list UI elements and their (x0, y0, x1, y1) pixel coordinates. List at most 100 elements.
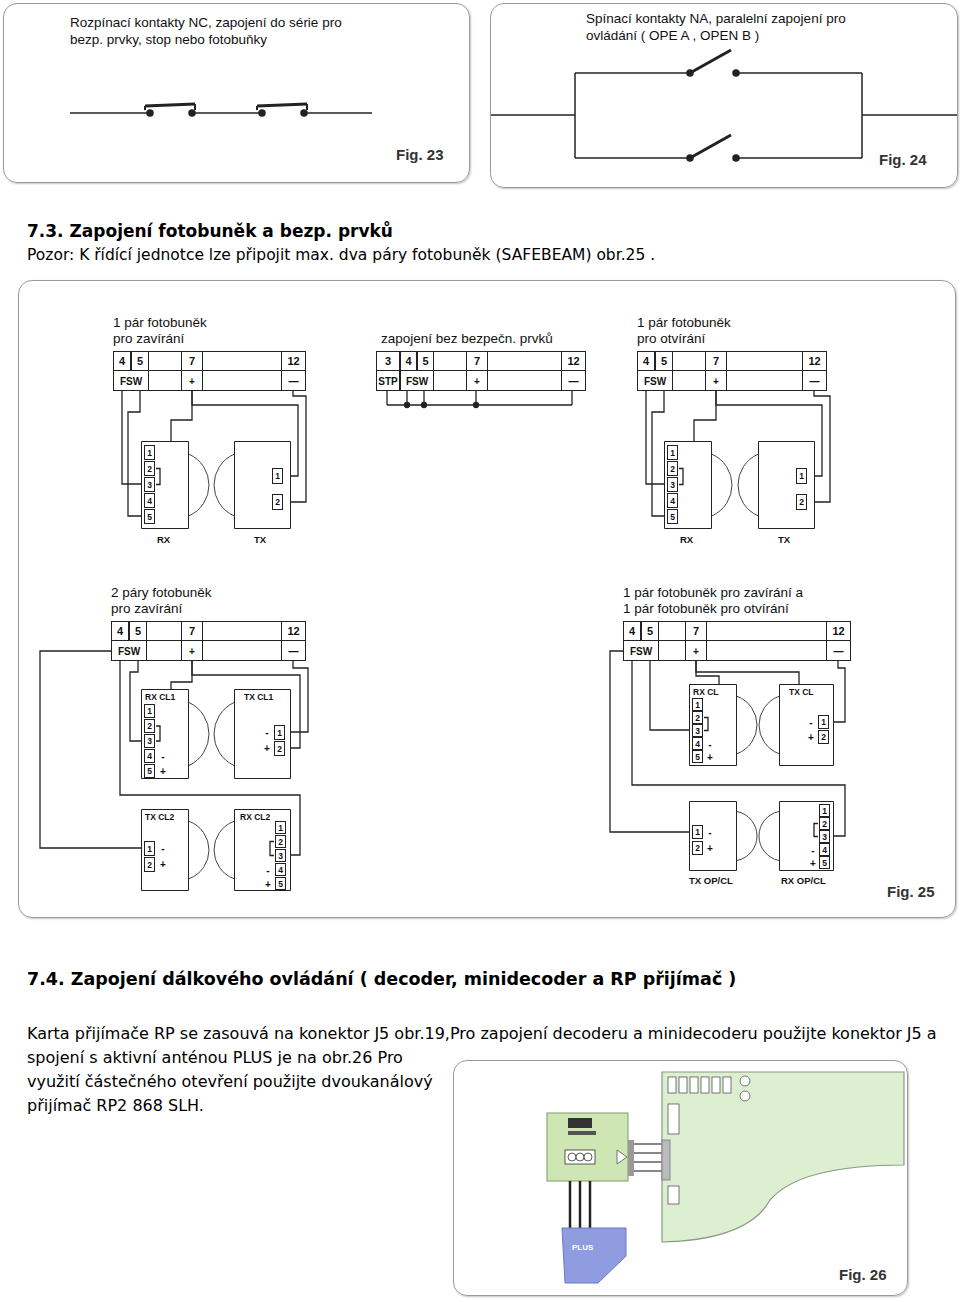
wire (834, 661, 845, 722)
photocell-unit: RX CL212345-+ (234, 809, 291, 891)
terminal-number: 7 (685, 621, 707, 641)
wire (696, 661, 719, 684)
housing-outline (235, 690, 291, 779)
terminal-block: zapojení bez bezpečn. prvků345712STPFSW+… (376, 351, 586, 391)
polarity-sign: - (806, 715, 816, 729)
wire (646, 391, 664, 484)
figure-panel: Fig. 251 pár fotobuněk pro zavírání45712… (18, 280, 956, 918)
pin-number: 2 (796, 494, 807, 510)
wire (696, 661, 799, 684)
polarity-sign: - (705, 825, 715, 839)
terminal-label: FSW (623, 641, 659, 661)
terminal-label: — (281, 371, 306, 391)
terminal-label: + (181, 371, 203, 391)
wire (291, 391, 306, 502)
pin-number: 5 (144, 764, 155, 778)
wire (650, 661, 689, 730)
housing-outline (142, 810, 189, 891)
pin-number: 2 (144, 719, 155, 733)
unit-tag: RX CL (693, 687, 719, 697)
wire (632, 661, 845, 836)
unit-tag: TX CL1 (244, 692, 273, 702)
pin-number: 4 (692, 737, 703, 750)
polarity-sign: + (806, 730, 816, 744)
note-text: Pozor: K řídící jednotce lze připojit ma… (27, 246, 655, 264)
jumper-bracket (704, 718, 708, 731)
pin-number: 1 (819, 804, 830, 817)
pin-number: 4 (667, 493, 678, 508)
pin-number: 1 (274, 725, 285, 740)
terminal-number: 12 (802, 351, 827, 371)
wire (120, 661, 300, 855)
figure-number: Fig. 24 (879, 151, 927, 168)
pin-number: 1 (667, 445, 678, 460)
jumper-bracket (156, 469, 160, 485)
pin-number: 2 (275, 835, 286, 848)
block-heading: 2 páry fotobuněk pro zavírání (111, 585, 221, 617)
terminal-label: STP (376, 371, 400, 391)
terminal-block: 2 páry fotobuněk pro zavírání45712FSW+— (111, 621, 306, 661)
terminal-block: 1 pár fotobuněk pro otvírání45712FSW+— (637, 351, 827, 391)
polarity-sign: + (705, 841, 715, 855)
housing-outline (780, 802, 834, 871)
terminal-label: — (281, 641, 306, 661)
wire (192, 391, 298, 476)
terminal-number: 5 (641, 621, 659, 641)
pin-number: 2 (692, 841, 703, 855)
wire (610, 651, 689, 832)
polarity-sign: - (808, 843, 818, 857)
terminal-number: 7 (705, 351, 727, 371)
jumper-bracket (270, 842, 274, 856)
pin-number: 1 (818, 715, 829, 729)
terminal-label: + (466, 371, 488, 391)
unit-label: TX (254, 534, 266, 545)
photocell-unit: 12345RX (141, 441, 189, 529)
polarity-sign: + (262, 741, 272, 755)
unit-label: RX (680, 534, 693, 545)
terminal-block: 1 pár fotobuněk pro zavírání a 1 pár fot… (623, 621, 851, 661)
lens-outline (214, 821, 234, 878)
pin-number: 2 (818, 730, 829, 744)
terminal-label: — (802, 371, 827, 391)
figure-panel: Spínací kontakty NA, paralelní zapojení … (490, 3, 958, 188)
terminal-number: 7 (181, 621, 203, 641)
wire (814, 391, 830, 502)
housing-outline (142, 690, 189, 779)
pin-number: 1 (796, 468, 807, 484)
pin-number: 3 (144, 734, 155, 748)
unit-label: TX (778, 534, 790, 545)
photocell-unit: 12-+TX OP/CL (689, 801, 737, 871)
polarity-sign: + (808, 856, 818, 870)
terminal-number: 12 (826, 621, 851, 641)
terminal-number: 4 (637, 351, 655, 371)
photocell-unit: 12TX (758, 441, 815, 529)
terminal-label: + (705, 371, 727, 391)
wrap-spacer (447, 1046, 957, 1302)
wrap-spacer (956, 1022, 957, 1046)
housing-outline (690, 685, 737, 766)
polarity-sign: - (158, 749, 168, 763)
jumper-bracket (814, 824, 818, 837)
pin-number: 1 (692, 825, 703, 839)
pin-number: 1 (144, 704, 155, 718)
lens-outline (214, 703, 234, 766)
terminal-label: + (685, 641, 707, 661)
photocell-outline (758, 441, 815, 529)
no-contacts-parallel (491, 50, 957, 161)
housing-outline (690, 802, 737, 871)
pin-number: 4 (275, 863, 286, 876)
lens-outline (189, 821, 209, 878)
photocell-unit: 12TX (234, 441, 291, 529)
block-heading: zapojení bez bezpečn. prvků (381, 331, 621, 347)
unit-label: RX (157, 534, 170, 545)
lens-outline (759, 696, 779, 753)
figure-panel: Fig. 26 (453, 1060, 908, 1296)
wire (694, 391, 716, 441)
pin-number: 2 (272, 494, 283, 510)
terminal-label: FSW (113, 371, 149, 391)
terminal-number: 4 (111, 621, 129, 641)
figure-number: Fig. 23 (396, 146, 444, 163)
pin-number: 5 (275, 877, 286, 890)
figure-number: Fig. 25 (887, 883, 935, 900)
body-text: Karta přijímače RP se zasouvá na konekto… (27, 1024, 937, 1115)
